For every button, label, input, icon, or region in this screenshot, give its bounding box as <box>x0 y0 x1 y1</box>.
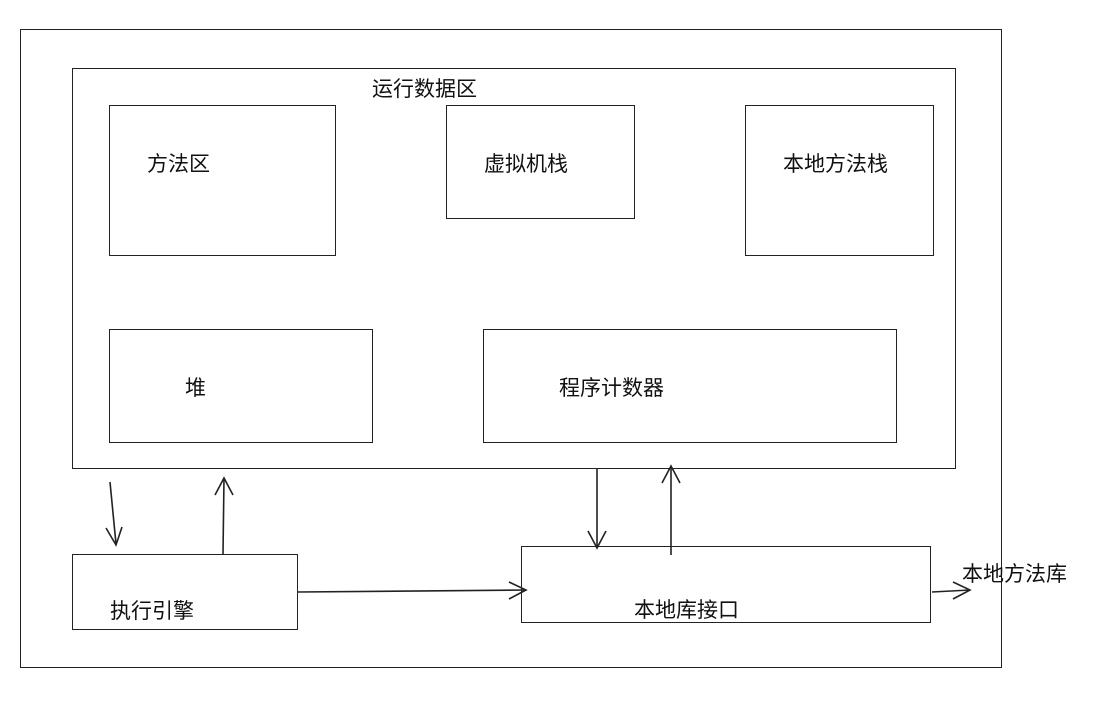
method-area-label: 方法区 <box>147 152 210 176</box>
jvm-outer-frame <box>20 29 1002 668</box>
execution-engine-label: 执行引擎 <box>110 599 194 623</box>
heap-label: 堆 <box>185 376 206 400</box>
vm-stack-box <box>446 105 635 219</box>
native-method-stack-label: 本地方法栈 <box>783 152 888 176</box>
arrow-native-interface-to-runtime <box>661 464 681 555</box>
native-interface-box <box>521 546 931 623</box>
vm-stack-label: 虚拟机栈 <box>484 152 568 176</box>
native-method-library-label: 本地方法库 <box>962 562 1067 586</box>
arrow-engine-to-runtime <box>214 476 234 555</box>
arrow-runtime-to-engine <box>105 481 123 547</box>
heap-box <box>109 329 373 443</box>
runtime-data-area-label: 运行数据区 <box>372 77 477 101</box>
native-interface-label: 本地库接口 <box>634 598 739 622</box>
native-method-stack-box <box>745 105 934 256</box>
program-counter-label: 程序计数器 <box>559 376 664 400</box>
arrow-engine-to-native-interface <box>297 581 528 600</box>
runtime-data-area-box <box>72 68 956 469</box>
method-area-box <box>109 105 336 256</box>
arrow-native-interface-to-library <box>931 581 972 600</box>
arrow-runtime-to-native-interface <box>587 469 607 550</box>
program-counter-box <box>483 329 897 443</box>
execution-engine-box <box>72 554 298 630</box>
